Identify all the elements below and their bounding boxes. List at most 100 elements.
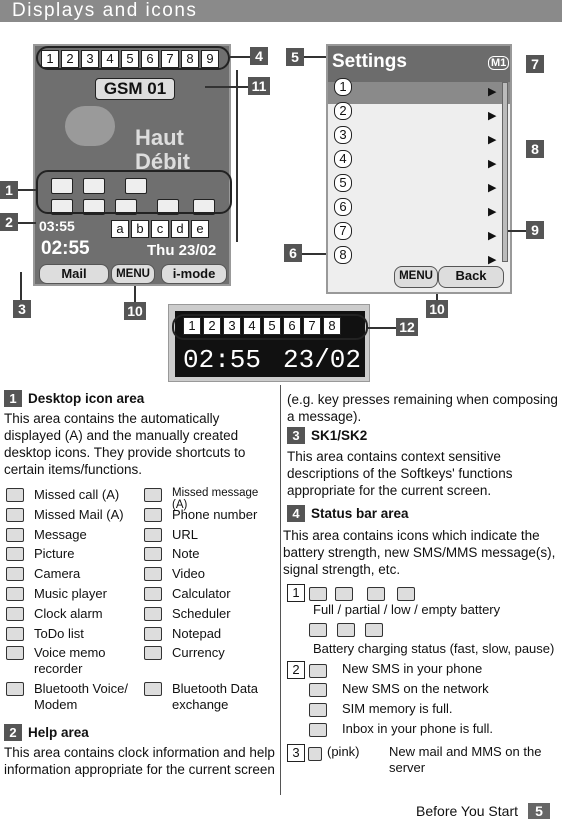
- selected-row: [328, 82, 510, 104]
- callout-12: 12: [396, 318, 418, 336]
- icon-label: Video: [172, 566, 206, 581]
- arrow-right-icon[interactable]: ▶: [488, 86, 497, 98]
- arrow-right-icon[interactable]: ▶: [488, 206, 497, 218]
- callout-3: 3: [13, 300, 31, 318]
- leader-line: [20, 272, 22, 300]
- icon-label: Scheduler: [172, 606, 231, 621]
- settings-item-5[interactable]: 5: [334, 174, 352, 192]
- status-num: 3: [81, 50, 99, 68]
- section-num: 1: [4, 390, 22, 407]
- settings-item-7[interactable]: 7: [334, 222, 352, 240]
- callout-10: 10: [124, 302, 146, 320]
- icon-label: Voice memo recorder: [34, 645, 106, 676]
- icon-label: Missed Mail (A): [34, 507, 124, 522]
- icon-label: ToDo list: [34, 626, 84, 641]
- icon-row: Clock alarm Scheduler: [6, 606, 272, 621]
- callout-4: 4: [250, 47, 268, 65]
- marker: e: [191, 220, 209, 238]
- bluetooth-data-icon: [144, 682, 162, 696]
- camera-icon[interactable]: [51, 199, 73, 215]
- sms-item: New SMS in your phone: [342, 661, 483, 676]
- clock-alarm-icon[interactable]: [157, 199, 179, 215]
- settings-item-8[interactable]: 8: [334, 246, 352, 264]
- icon-label: Music player: [34, 586, 107, 601]
- camera-icon: [6, 567, 24, 581]
- menu-softkey[interactable]: MENU: [111, 264, 155, 284]
- date: Thu 23/02: [147, 242, 217, 259]
- status-num: 6: [141, 50, 159, 68]
- callout-10: 10: [426, 300, 448, 318]
- heading-text: Help area: [28, 725, 89, 740]
- settings-numbers: 1 2 3 4 5 6 7 8: [334, 78, 354, 270]
- battery-full-icon: [309, 587, 327, 601]
- help-area-text: This area contains clock information and…: [4, 745, 275, 777]
- settings-item-6[interactable]: 6: [334, 198, 352, 216]
- wallpaper-text: Haut Débit: [135, 125, 190, 174]
- missed-mail-icon[interactable]: [125, 178, 147, 194]
- icon-label: Bluetooth Voice/ Modem: [34, 681, 128, 712]
- icon-label: Phone number: [172, 507, 258, 522]
- callout-8: 8: [526, 140, 544, 158]
- softkey-right-imode[interactable]: i-mode: [161, 264, 227, 284]
- icon-row: Missed call (A) Missed message (A): [6, 487, 272, 511]
- leader-line: [302, 253, 326, 255]
- missed-call-icon[interactable]: [51, 178, 73, 194]
- note-icon: [144, 547, 162, 561]
- clock: 02:55: [41, 238, 90, 259]
- status-bar-text: This area contains icons which indicate …: [283, 528, 556, 577]
- sk-text: This area contains context sensitive des…: [287, 449, 513, 498]
- settings-item-4[interactable]: 4: [334, 150, 352, 168]
- status-num: 2: [203, 317, 221, 335]
- back-softkey[interactable]: Back: [438, 266, 504, 288]
- leader-line: [18, 222, 36, 224]
- sim-full-icon: [309, 703, 327, 717]
- callout-1: 1: [0, 181, 18, 199]
- softkey-left-mail[interactable]: Mail: [39, 264, 109, 284]
- arrow-right-icon[interactable]: ▶: [488, 158, 497, 170]
- status-num: 8: [181, 50, 199, 68]
- status-num: 7: [161, 50, 179, 68]
- currency-icon: [144, 646, 162, 660]
- music-player-icon[interactable]: [193, 199, 215, 215]
- settings-item-1[interactable]: 1: [334, 78, 352, 96]
- settings-item-2[interactable]: 2: [334, 102, 352, 120]
- menu-softkey[interactable]: MENU: [394, 266, 438, 288]
- mail-server-text: New mail and MMS on the server: [389, 744, 542, 775]
- operator-name: GSM 01: [95, 78, 175, 100]
- page-number: 5: [528, 803, 550, 819]
- leader-line: [236, 70, 238, 242]
- bluetooth-voice-icon: [6, 682, 24, 696]
- section-num: 4: [287, 505, 305, 522]
- video-icon[interactable]: [83, 199, 105, 215]
- arrow-right-icon[interactable]: ▶: [488, 182, 497, 194]
- status-num: 7: [303, 317, 321, 335]
- heading-text: Desktop icon area: [28, 391, 145, 406]
- callout-9: 9: [526, 221, 544, 239]
- section-num: 2: [4, 724, 22, 741]
- notepad-icon: [144, 627, 162, 641]
- missed-call-icon: [6, 488, 24, 502]
- arrow-right-icon[interactable]: ▶: [488, 254, 497, 266]
- status-num: 5: [263, 317, 281, 335]
- missed-message-icon[interactable]: [83, 178, 105, 194]
- desktop-icon-area-text: This area contains the automatically dis…: [4, 411, 246, 477]
- settings-item-3[interactable]: 3: [334, 126, 352, 144]
- status-num: 8: [323, 317, 341, 335]
- sms-item: New SMS on the network: [342, 681, 489, 696]
- arrow-right-icon[interactable]: ▶: [488, 110, 497, 122]
- arrow-right-icon[interactable]: ▶: [488, 134, 497, 146]
- arrow-icons: ▶ ▶ ▶ ▶ ▶ ▶ ▶ ▶: [488, 80, 496, 272]
- picture-icon: [6, 547, 24, 561]
- m1-badge: M1: [488, 56, 510, 70]
- url-icon[interactable]: [115, 199, 137, 215]
- continued-text: (e.g. key presses remaining when composi…: [287, 392, 558, 424]
- external-date: 23/02: [283, 345, 362, 375]
- icon-row: ToDo list Notepad: [6, 626, 272, 641]
- scrollbar[interactable]: [502, 82, 508, 262]
- arrow-right-icon[interactable]: ▶: [488, 230, 497, 242]
- battery-text: Full / partial / low / empty battery: [313, 602, 501, 617]
- icon-label: Notepad: [172, 626, 222, 641]
- pink-label: (pink): [327, 744, 360, 759]
